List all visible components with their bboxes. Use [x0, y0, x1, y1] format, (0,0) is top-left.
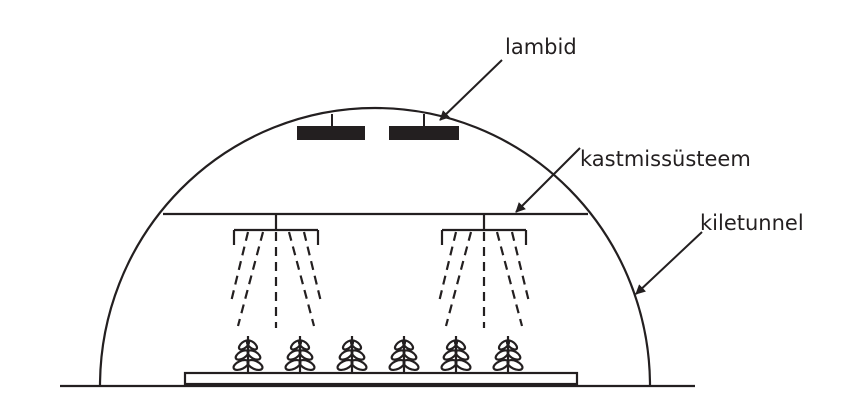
plant-icon: [490, 334, 526, 374]
label-tunnel: kiletunnel: [700, 211, 804, 235]
tunnel-arc: [98, 106, 652, 387]
arrow-lamps: [439, 59, 503, 121]
arrow-tunnel: [635, 231, 703, 295]
plant-icon: [230, 334, 266, 374]
sprinkler-head: [229, 212, 323, 330]
sprinkler-head: [437, 212, 531, 330]
plant-icon: [438, 334, 474, 374]
lamp: [297, 114, 365, 140]
plant-icon: [334, 334, 370, 374]
arrow-irrigation: [515, 147, 581, 213]
label-lamps: lambid: [505, 35, 577, 59]
plant-icon: [282, 334, 318, 374]
growing-bed: [183, 371, 579, 386]
label-irrigation: kastmissüsteem: [580, 147, 751, 171]
lamp: [389, 114, 459, 140]
plant-icon: [386, 334, 422, 374]
